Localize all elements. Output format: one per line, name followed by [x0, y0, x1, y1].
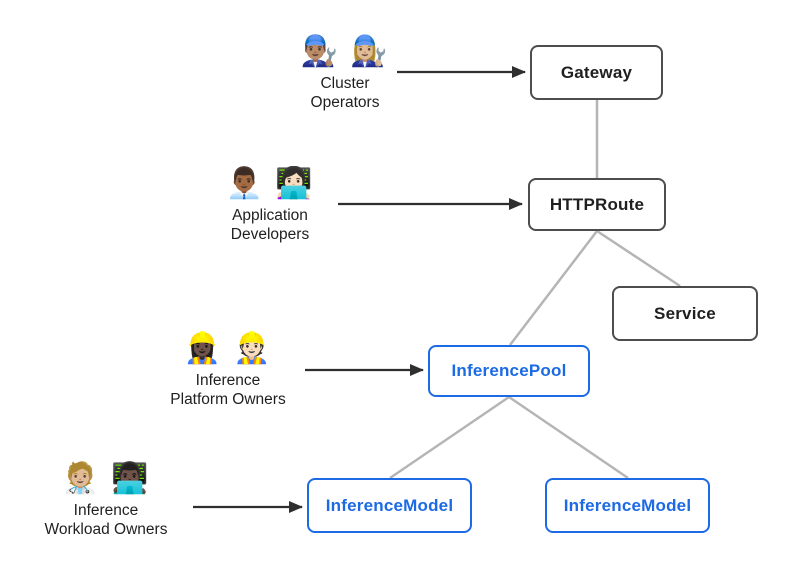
persona-label: Cluster Operators	[310, 75, 380, 111]
node-service: Service	[612, 286, 758, 341]
persona-label: Inference Workload Owners	[44, 502, 168, 538]
persona-cluster-operators: 👨🏽‍🔧 👩🏼‍🔧 Cluster Operators	[265, 34, 425, 113]
node-label: InferenceModel	[325, 495, 454, 515]
persona-label: Application Developers	[230, 207, 310, 243]
node-label: InferenceModel	[563, 495, 692, 515]
edge-inferencepool-inferencemodel-right	[508, 395, 629, 480]
inference-platform-owners-emoji-icon: 👷🏿‍♀️ 👷🏻	[183, 332, 273, 365]
node-httproute: HTTPRoute	[528, 178, 666, 231]
edge-httproute-service	[596, 229, 681, 288]
edge-inferencepool-inferencemodel-left	[389, 395, 510, 480]
persona-inference-workload-owners: 🧑🏼‍⚕️ 👨🏿‍💻 Inference Workload Owners	[26, 461, 186, 540]
application-developers-emoji-icon: 👨🏾‍💼 👩🏻‍💻	[225, 167, 315, 200]
node-gateway: Gateway	[530, 45, 663, 100]
node-inferencemodel-left: InferenceModel	[307, 478, 472, 533]
edge-httproute-inferencepool	[509, 230, 598, 346]
node-inferencemodel-right: InferenceModel	[545, 478, 710, 533]
node-label: HTTPRoute	[549, 194, 645, 214]
persona-inference-platform-owners: 👷🏿‍♀️ 👷🏻 Inference Platform Owners	[148, 331, 308, 410]
cluster-operators-emoji-icon: 👨🏽‍🔧 👩🏼‍🔧	[300, 35, 390, 68]
persona-application-developers: 👨🏾‍💼 👩🏻‍💻 Application Developers	[190, 166, 350, 245]
node-label: Service	[654, 303, 716, 323]
node-label: Gateway	[560, 62, 633, 82]
inference-workload-owners-emoji-icon: 🧑🏼‍⚕️ 👨🏿‍💻	[61, 462, 151, 495]
persona-label: Inference Platform Owners	[170, 372, 286, 408]
node-label: InferencePool	[451, 361, 567, 380]
node-inferencepool: InferencePool	[428, 345, 590, 397]
